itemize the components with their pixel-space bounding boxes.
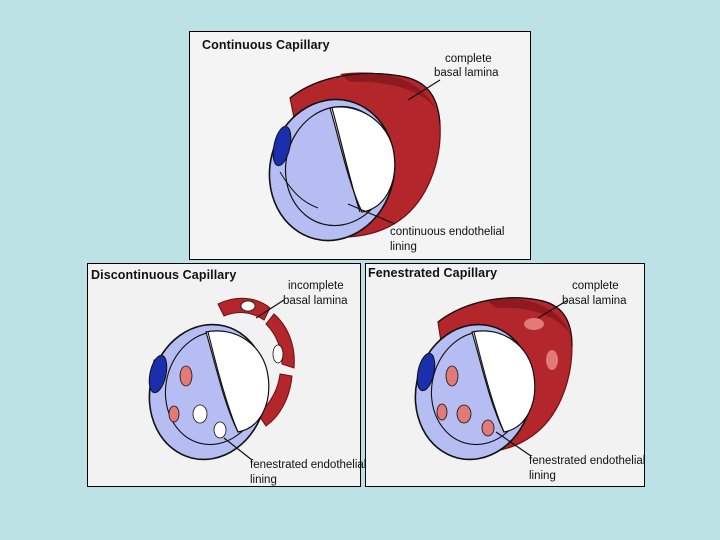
panel-title: Discontinuous Capillary <box>91 268 237 282</box>
label-basal-lamina-line1: complete <box>572 280 619 292</box>
capillary-lumen <box>471 330 536 433</box>
panel-title: Continuous Capillary <box>202 38 330 52</box>
label-endothelial-line2: lining <box>250 474 277 486</box>
fenestra <box>546 350 558 370</box>
cell-junction-line <box>331 107 361 213</box>
leader-line <box>407 79 441 101</box>
label-endothelial-line1: fenestrated endothelial <box>529 455 646 467</box>
basal-lamina-shade <box>340 72 436 110</box>
label-basal-lamina-line1: complete <box>445 53 492 65</box>
label-basal-lamina-line2: basal lamina <box>562 295 627 307</box>
cell-junction-line <box>473 331 505 433</box>
label-endothelial-line2: lining <box>529 470 556 482</box>
leader-line <box>495 431 532 457</box>
discontinuous-capillary-panel: Discontinuous Capillary incomplete basal… <box>87 263 366 487</box>
label-basal-lamina-line2: basal lamina <box>283 295 348 307</box>
fenestrated-capillary-illustration <box>414 297 573 461</box>
leader-line <box>255 299 285 319</box>
panel-title: Fenestrated Capillary <box>368 266 498 280</box>
nucleus <box>272 125 292 167</box>
fenestra <box>168 405 180 423</box>
fenestra <box>192 404 208 424</box>
fenestra <box>524 318 544 330</box>
fenestra <box>456 404 472 424</box>
cell-junction-line <box>279 171 319 209</box>
basal-lamina-shade <box>486 298 570 334</box>
fenestra <box>481 419 495 437</box>
nucleus <box>148 354 168 394</box>
nucleus <box>416 352 436 392</box>
fenestrated-capillary-panel: Fenestrated Capillary complete basal lam… <box>365 263 645 487</box>
continuous-capillary-illustration <box>268 72 441 242</box>
basal-lamina-fragment <box>265 313 295 369</box>
leader-line <box>537 299 569 319</box>
label-endothelial-line1: fenestrated endothelial <box>250 459 367 471</box>
label-endothelial-line2: lining <box>390 241 417 253</box>
capillary-lumen <box>205 330 270 433</box>
leader-line <box>347 203 396 225</box>
fenestra <box>213 421 227 439</box>
fenestra <box>445 365 459 387</box>
label-basal-lamina-line1: incomplete <box>288 280 344 292</box>
cell-junction-line <box>207 331 239 433</box>
basal-lamina-edge <box>289 72 441 125</box>
capillary-lumen <box>329 106 396 213</box>
label-endothelial-line1: continuous endothelial <box>390 226 505 238</box>
discontinuous-capillary-illustration <box>148 297 295 461</box>
fenestra <box>179 365 193 387</box>
basal-lamina-edge <box>437 297 573 347</box>
fenestra <box>240 300 256 312</box>
leader-line <box>223 437 253 461</box>
label-basal-lamina-line2: basal lamina <box>434 67 499 79</box>
continuous-capillary-panel: Continuous Capillary complete basal lami… <box>189 31 531 260</box>
fenestra <box>436 403 448 421</box>
fenestra <box>272 344 284 364</box>
